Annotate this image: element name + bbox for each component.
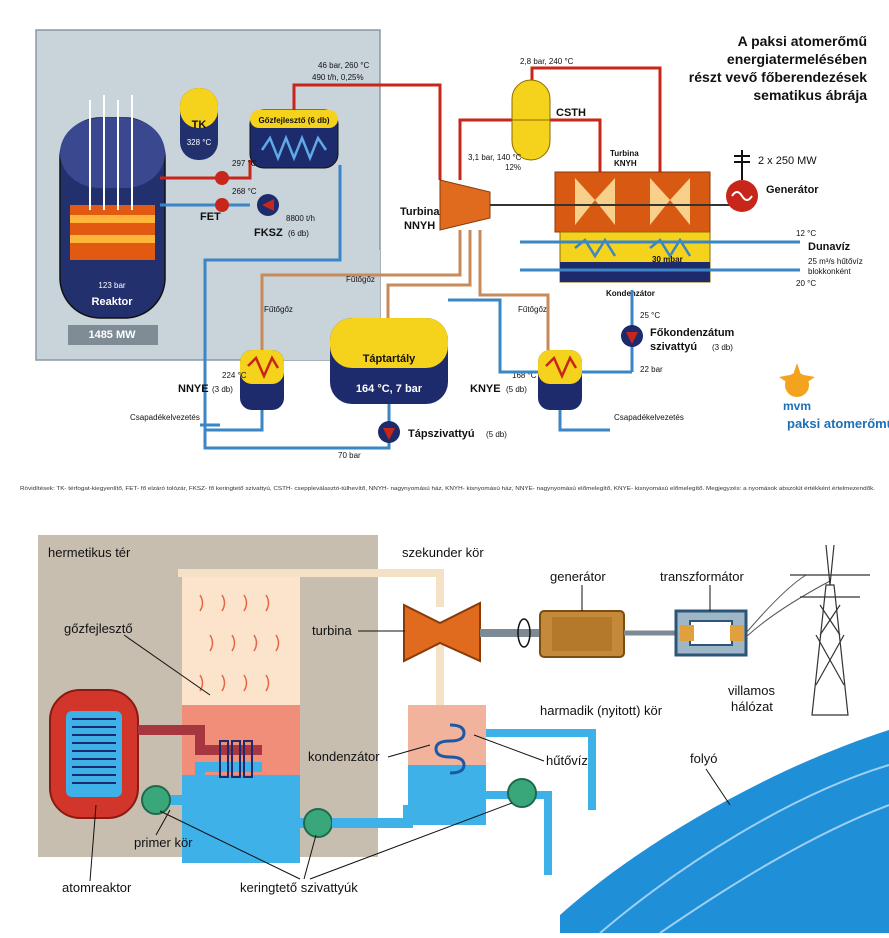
csth-params-bottom2: 12%	[505, 163, 521, 172]
feed-tank-label: Táptartály	[363, 353, 416, 365]
reactor-pressure: 123 bar	[98, 281, 125, 290]
condenser-pressure: 30 mbar	[652, 255, 683, 264]
generator-power: 2 x 250 MW	[758, 155, 817, 167]
fet-valve-bottom	[215, 198, 229, 212]
reactor-power: 1485 MW	[88, 329, 136, 341]
feed-tank	[330, 318, 448, 404]
title-line2: energiatermelésében	[727, 51, 867, 67]
generator-label: Generátor	[766, 184, 819, 196]
turbine-nnyh-label2: NNYH	[404, 220, 435, 232]
secondary-pump	[303, 808, 333, 838]
nnye-heater	[240, 350, 284, 410]
pumps-label: keringtető szivattyúk	[240, 880, 358, 895]
logo-mark: mvm	[783, 399, 811, 413]
abbreviations-footnote: Rövidítések: TK- térfogat-kiegyenlítő, F…	[20, 486, 875, 492]
turbine-nnyh-label1: Turbina	[400, 206, 440, 218]
top-schematic: 123 bar Reaktor 1485 MW TK 328 °C Gőzfej…	[20, 29, 889, 492]
tk-label: TK	[192, 119, 207, 131]
turbine-knyh-label1: Turbina	[610, 149, 639, 158]
top-schematic-svg: 123 bar Reaktor 1485 MW TK 328 °C Gőzfej…	[20, 29, 889, 492]
feed-tank-params: 164 °C, 7 bar	[356, 383, 423, 395]
title-line1: A paksi atomerőmű	[738, 33, 867, 49]
main-pump-label1: Főkondenzátum	[650, 327, 735, 339]
logo-name: paksi atomerőmű	[787, 416, 889, 431]
tk-pressurizer	[180, 88, 218, 160]
csth-params-top: 2,8 bar, 240 °C	[520, 57, 574, 66]
turbine-knyh-label2: KNYH	[614, 159, 637, 168]
csth-params-bottom1: 3,1 bar, 140 °C	[468, 153, 522, 162]
knye-temp: 168 °C	[512, 371, 537, 380]
condenser-label: Kondenzátor	[606, 289, 655, 298]
condenser-label: kondenzátor	[308, 749, 380, 764]
mvm-logo	[779, 363, 815, 397]
danube-temp-out: 20 °C	[796, 279, 816, 288]
steam-gen-label: gőzfejlesztő	[64, 621, 133, 636]
knye-heater	[538, 350, 582, 410]
fet-temp2: 268 °C	[232, 187, 257, 196]
danube-flow1: 25 m³/s hűtővíz	[808, 257, 863, 266]
fksz-flow: 8800 t/h	[286, 214, 315, 223]
csth-label: CSTH	[556, 107, 586, 119]
nnye-label: NNYE	[178, 383, 209, 395]
reactor-label: atomreaktor	[62, 880, 132, 895]
steam-generator	[249, 109, 339, 169]
danube-flow2: blokkonként	[808, 267, 851, 276]
danube-label: Dunavíz	[808, 241, 851, 253]
title-line3: részt vevő főberendezések	[689, 69, 867, 85]
tk-temp: 328 °C	[187, 138, 212, 147]
river-area	[560, 730, 889, 933]
feed-pump-count: (5 db)	[486, 430, 507, 439]
tertiary-pump	[507, 778, 537, 808]
main-pump-label2: szivattyú	[650, 341, 697, 353]
bottom-diagram: hermetikus tér gőzfejlesztő turbina szek…	[0, 505, 889, 934]
river-label: folyó	[690, 751, 717, 766]
fet-label: FET	[200, 211, 221, 223]
fksz-label: FKSZ	[254, 227, 283, 239]
condenser	[559, 231, 711, 283]
turbine-label: turbina	[312, 623, 353, 638]
main-pump-count: (3 db)	[712, 343, 733, 352]
primary-loop-label: primer kör	[134, 835, 193, 850]
turbine-nnyh	[439, 179, 491, 231]
fet-valve-top	[215, 171, 229, 185]
nnye-condensate-out: Csapadékelvezetés	[130, 413, 200, 422]
turbine-knyh	[554, 171, 711, 233]
nnye-temp: 224 °C	[222, 371, 247, 380]
bottom-diagram-svg: hermetikus tér gőzfejlesztő turbina szek…	[0, 505, 889, 934]
heating-steam-2: Fűtőgőz	[346, 275, 375, 284]
heating-steam-3: Fűtőgőz	[518, 305, 547, 314]
steam-gen-params1: 46 bar, 260 °C	[318, 61, 369, 70]
primary-pump	[141, 785, 171, 815]
steam-gen-params2: 490 t/h, 0,25%	[312, 73, 364, 82]
steam-gen-label: Gőzfejlesztő (6 db)	[258, 116, 329, 125]
grid-label-1: villamos	[728, 683, 775, 698]
danube-temp-in: 12 °C	[796, 229, 816, 238]
cooling-water-label: hűtővíz	[546, 753, 588, 768]
knye-label: KNYE	[470, 383, 501, 395]
generator-label: generátor	[550, 569, 606, 584]
secondary-loop-label: szekunder kör	[402, 545, 484, 560]
turbine-body	[403, 601, 481, 663]
fet-temp1: 297 °C	[232, 159, 257, 168]
fksz-count: (6 db)	[288, 229, 309, 238]
grid-label-2: hálózat	[731, 699, 773, 714]
feed-pump-pressure: 70 bar	[338, 451, 361, 460]
hermetic-zone-label: hermetikus tér	[48, 545, 131, 560]
main-pump-pressure: 22 bar	[640, 365, 663, 374]
power-pylon	[790, 544, 870, 716]
nnye-count: (3 db)	[212, 385, 233, 394]
title-line4: sematikus ábrája	[753, 87, 867, 103]
reactor-vessel	[59, 95, 166, 345]
reactor-label: Reaktor	[92, 296, 134, 308]
heating-steam-1: Fűtőgőz	[264, 305, 293, 314]
transformer-label: transzformátor	[660, 569, 744, 584]
feed-pump-label: Tápszivattyú	[408, 428, 475, 440]
knye-condensate-out: Csapadékelvezetés	[614, 413, 684, 422]
knye-count: (5 db)	[506, 385, 527, 394]
main-pump-temp: 25 °C	[640, 311, 660, 320]
csth-separator	[511, 79, 551, 161]
tertiary-loop-label: harmadik (nyitott) kör	[540, 703, 663, 718]
